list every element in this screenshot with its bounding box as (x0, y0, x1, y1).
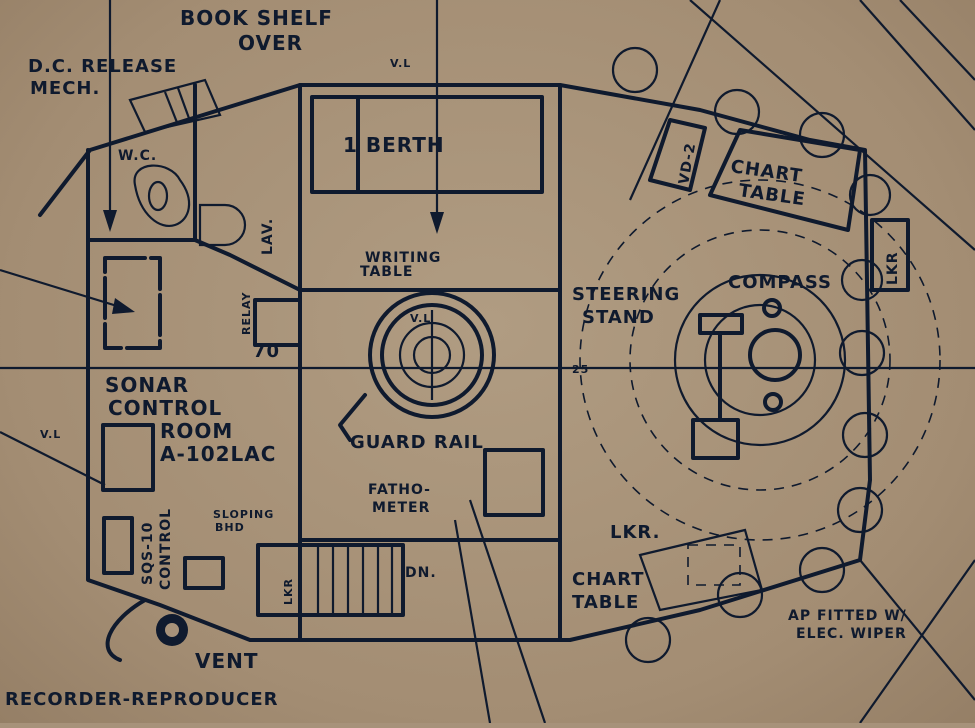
label-meter: METER (372, 500, 430, 516)
label-sqs-control: CONTROL (158, 508, 174, 590)
label-compass: COMPASS (728, 272, 832, 293)
locker-bottom (638, 528, 764, 612)
label-berth: 1 BERTH (343, 133, 445, 157)
label-vent: VENT (195, 649, 259, 673)
label-control: CONTROL (108, 396, 222, 420)
recorder-box (183, 556, 225, 590)
label-relay: RELAY (240, 292, 253, 335)
label-dn: DN. (405, 565, 437, 581)
label-relay-number: 70 (253, 341, 280, 362)
label-vl-center: V.L (410, 312, 431, 325)
label-vd2: VD-2 (676, 141, 699, 185)
label-lkr-stairs: LKR (282, 578, 295, 605)
label-room: ROOM (160, 419, 233, 443)
label-table-bottom: TABLE (572, 592, 639, 613)
compass-stand (579, 179, 941, 541)
label-sqs: SQS-10 (140, 522, 156, 585)
label-chart-bottom: CHART (572, 569, 645, 590)
label-lkr-right: LKR (885, 251, 901, 285)
stairs (256, 543, 405, 617)
label-writing: WRITING (365, 250, 441, 266)
hatch-guard-rail (338, 291, 496, 442)
label-elec-wiper: ELEC. WIPER (796, 626, 907, 642)
label-lkr-bottom: LKR. (610, 522, 660, 543)
label-writing-table: TABLE (360, 264, 413, 280)
label-stand: STAND (582, 307, 655, 328)
label-book-shelf: BOOK SHELF (180, 6, 333, 30)
water-closet (133, 164, 247, 247)
label-sonar: SONAR (105, 373, 189, 397)
label-steering: STEERING (572, 284, 680, 305)
label-recorder: RECORDER-REPRODUCER (5, 689, 279, 710)
label-ap-fitted: AP FITTED W/ (788, 608, 907, 624)
label-wc: W.C. (118, 148, 157, 164)
sonar-cabinet (101, 423, 155, 492)
label-over: OVER (238, 31, 303, 55)
sqs-cabinet (102, 516, 134, 575)
label-lav: LAV. (260, 218, 276, 255)
label-vl-top: V.L (390, 57, 411, 70)
berth (310, 95, 544, 194)
label-room-code: A-102LAC (160, 442, 276, 466)
label-frame-25: 25 (572, 363, 589, 376)
label-guard-rail: GUARD RAIL (350, 432, 484, 453)
label-bhd: BHD (215, 521, 245, 534)
fathometer-box (483, 448, 545, 517)
label-vl-left: V.L (40, 428, 61, 441)
hull-walls (38, 83, 872, 642)
label-dc-release: D.C. RELEASE (28, 56, 177, 77)
dc-release-mechanism (128, 78, 222, 134)
chart-table-top (648, 118, 910, 292)
sonar-console (103, 256, 162, 350)
label-mech: MECH. (30, 78, 100, 99)
label-fatho: FATHO- (368, 482, 431, 498)
label-sloping: SLOPING (213, 508, 274, 521)
